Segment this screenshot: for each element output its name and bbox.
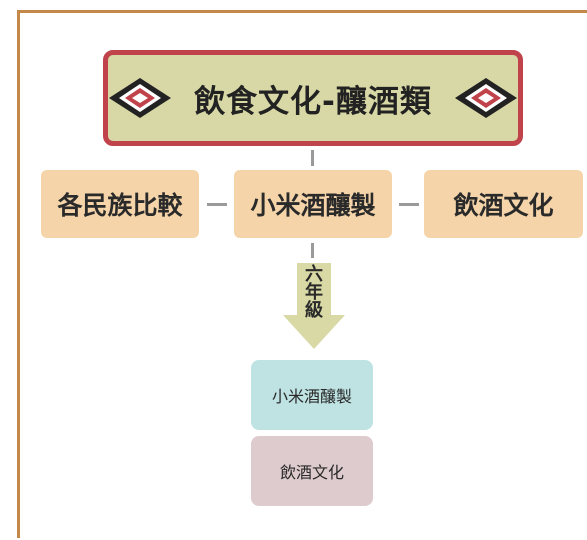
diagram-frame <box>17 10 587 538</box>
topic-millet-wine-brewing: 小米酒釀製 <box>234 170 392 238</box>
grade-label: 六年級 <box>305 264 323 321</box>
connector-left <box>207 203 227 206</box>
sub-item-drinking-culture: 飲酒文化 <box>251 436 373 506</box>
connector-topic-to-arrow <box>311 243 314 258</box>
topic-ethnic-comparison: 各民族比較 <box>41 170 199 238</box>
topic-label: 小米酒釀製 <box>250 191 376 220</box>
down-arrow-icon <box>283 263 345 349</box>
diagram-title: 飲食文化-釀酒類 <box>194 83 432 120</box>
sub-item-label: 飲酒文化 <box>279 463 344 482</box>
sub-item-millet-wine-brewing: 小米酒釀製 <box>251 360 373 430</box>
sub-item-label: 小米酒釀製 <box>271 387 352 406</box>
title-box: 飲食文化-釀酒類 <box>103 50 523 146</box>
topic-label: 飲酒文化 <box>453 191 554 220</box>
topic-drinking-culture: 飲酒文化 <box>424 170 583 238</box>
connector-right <box>399 203 419 206</box>
diamond-ornament-left-icon <box>109 78 172 118</box>
topic-label: 各民族比較 <box>57 191 183 220</box>
diamond-ornament-right-icon <box>454 78 517 118</box>
connector-title-to-topic <box>311 150 314 166</box>
